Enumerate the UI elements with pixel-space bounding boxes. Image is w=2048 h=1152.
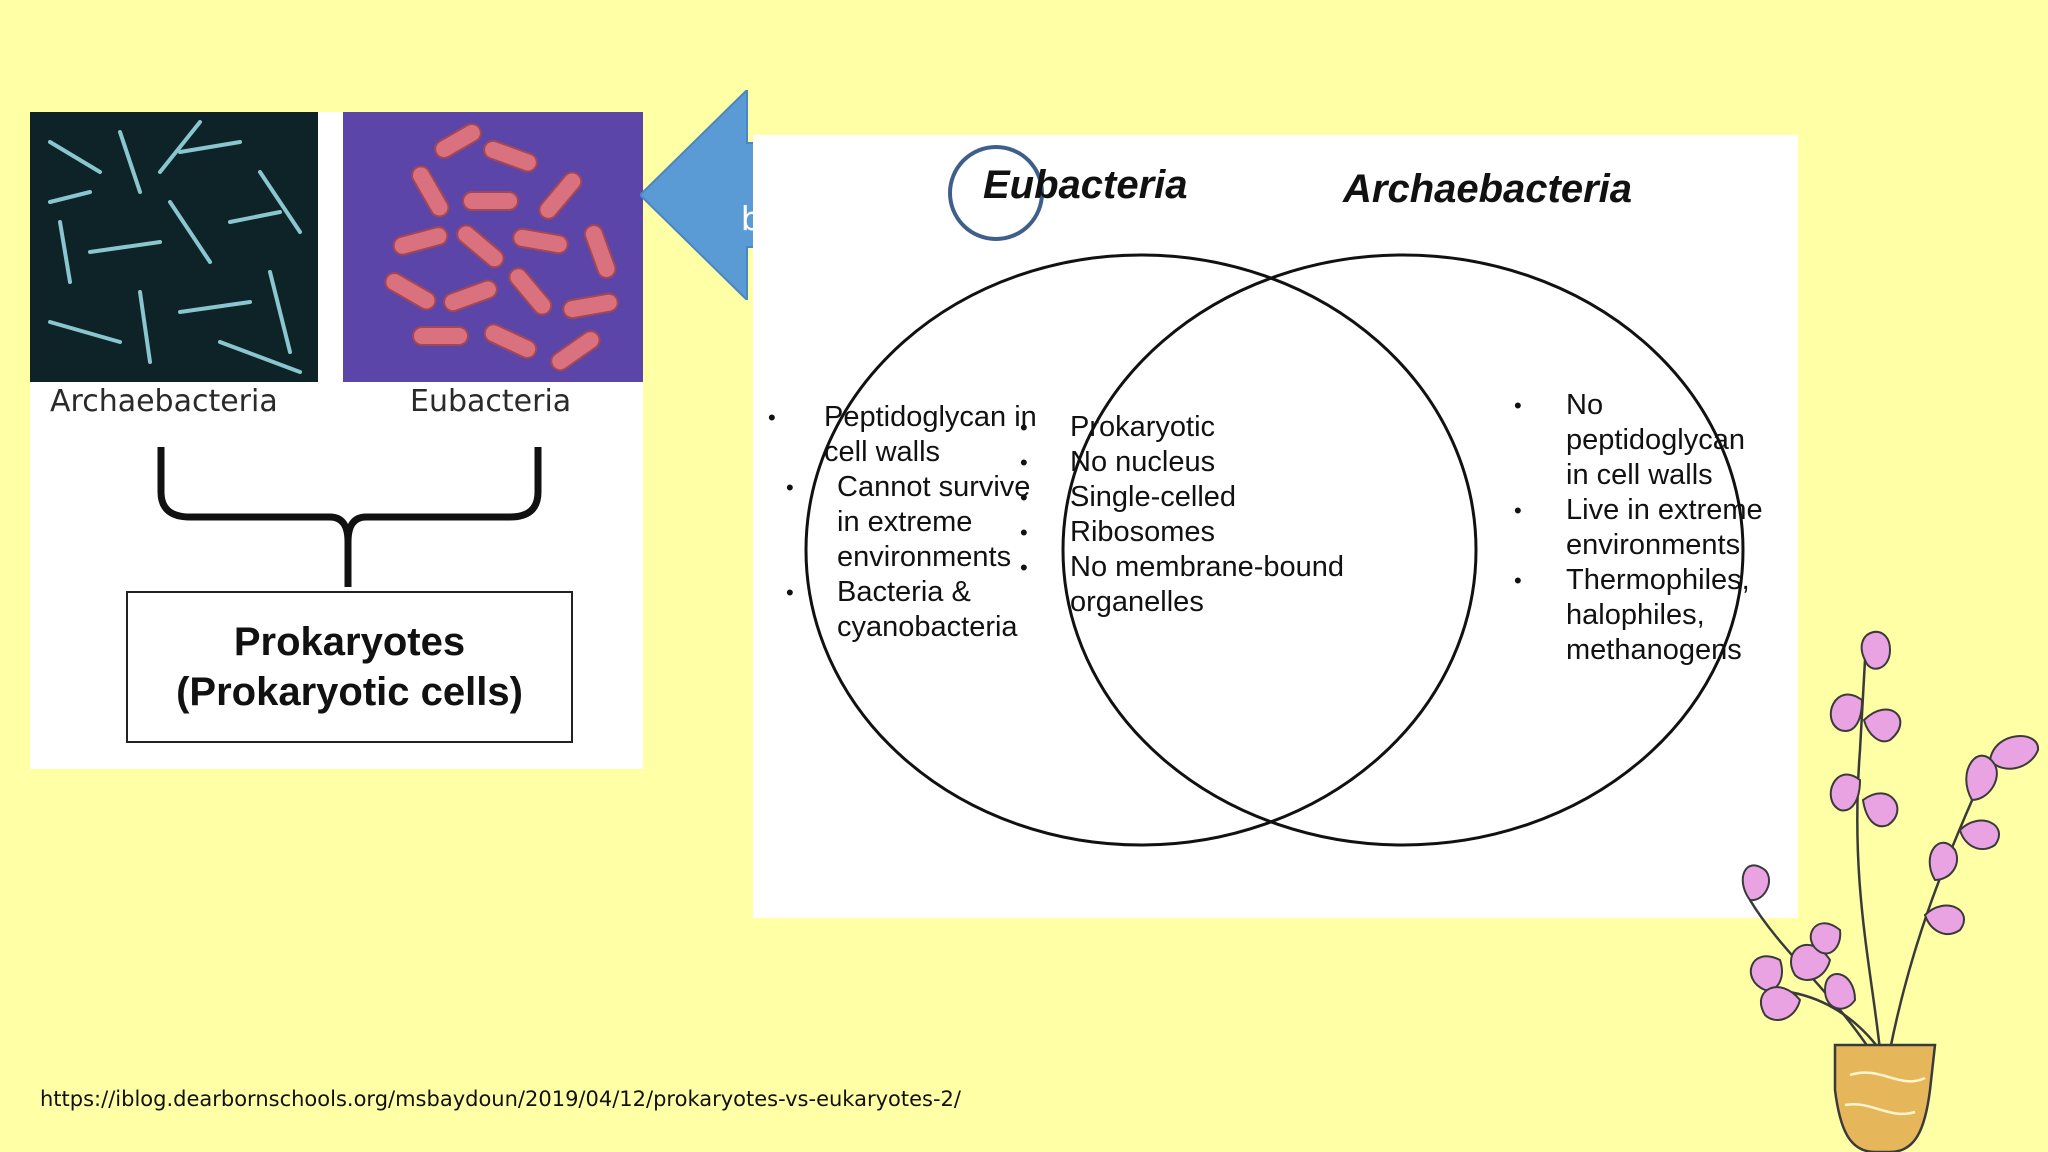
bullet-icon: • bbox=[1020, 415, 1028, 440]
grouping-brace bbox=[157, 447, 542, 587]
list-item: •Peptidoglycan in cell walls bbox=[768, 401, 1037, 468]
list-item: •Single-celled bbox=[1020, 481, 1237, 513]
bullet-icon: • bbox=[1020, 450, 1028, 475]
venn-left-circle bbox=[804, 253, 1478, 847]
list-item: •Bacteria & cyanobacteria bbox=[786, 576, 1018, 643]
list-item: •Ribosomes bbox=[1020, 516, 1216, 548]
shared-traits-list: •Prokaryotic •No nucleus •Single-celled … bbox=[1020, 410, 1400, 620]
eu-prefix-highlight-circle bbox=[948, 145, 1044, 241]
eubacteria-micrograph bbox=[343, 112, 643, 382]
venn-right-circle bbox=[1061, 253, 1745, 847]
bullet-icon: • bbox=[786, 580, 794, 605]
bullet-icon: • bbox=[1514, 393, 1522, 418]
prokaryotes-box-title: Prokaryotes bbox=[233, 620, 466, 664]
eubacteria-micrograph-art bbox=[384, 123, 619, 372]
list-item: •Cannot survive in extreme environments bbox=[786, 471, 1031, 573]
venn-title-archaebacteria: Archaebacteria bbox=[1343, 167, 1633, 211]
prokaryotes-box-subtitle: (Prokaryotic cells) bbox=[176, 670, 523, 714]
bullet-icon: • bbox=[768, 405, 776, 430]
list-item: •No nucleus bbox=[1020, 446, 1216, 478]
source-url: https://iblog.dearbornschools.org/msbayd… bbox=[40, 1087, 961, 1111]
venn-diagram bbox=[804, 145, 1745, 847]
bullet-icon: • bbox=[1020, 485, 1028, 510]
potted-plant-illustration bbox=[1741, 631, 2040, 1152]
list-item: •No membrane-bound organelles bbox=[1020, 551, 1345, 618]
bullet-icon: • bbox=[1020, 555, 1028, 580]
archaebacteria-traits-list: •No peptidoglycan in cell walls •Live in… bbox=[1514, 388, 1781, 668]
bullet-icon: • bbox=[1514, 498, 1522, 523]
venn-diagram-panel: Eubacteria Archaebacteria •Peptidoglycan… bbox=[753, 135, 1798, 918]
prokaryotes-box: Prokaryotes (Prokaryotic cells) bbox=[126, 591, 573, 743]
bullet-icon: • bbox=[1020, 520, 1028, 545]
venn-title-eubacteria: Eubacteria bbox=[983, 163, 1188, 207]
list-item: •Thermophiles, halophiles, methanogens bbox=[1514, 564, 1750, 666]
bullet-icon: • bbox=[786, 475, 794, 500]
bullet-icon: • bbox=[1514, 568, 1522, 593]
eubacteria-image-label: Eubacteria bbox=[410, 384, 572, 419]
archaebacteria-micrograph bbox=[30, 112, 318, 382]
list-item: •No peptidoglycan in cell walls bbox=[1514, 389, 1745, 491]
eubacteria-traits-list: •Peptidoglycan in cell walls •Cannot sur… bbox=[768, 400, 1038, 645]
list-item: •Prokaryotic bbox=[1020, 411, 1216, 443]
list-item: •Live in extreme environments bbox=[1514, 494, 1763, 561]
plant-pot bbox=[1833, 1043, 1937, 1152]
archaebacteria-micrograph-art bbox=[48, 120, 302, 374]
prokaryote-image-panel: Archaebacteria Eubacteria Prokaryotes (P… bbox=[30, 112, 643, 769]
archaebacteria-image-label: Archaebacteria bbox=[50, 384, 278, 419]
